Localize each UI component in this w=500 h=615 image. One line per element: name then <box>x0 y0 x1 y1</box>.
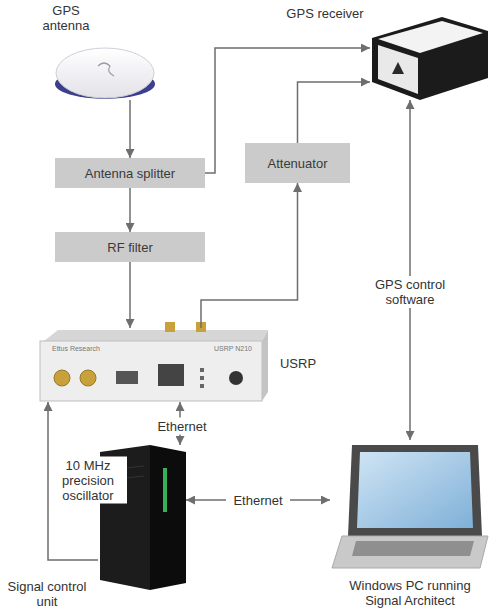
sma-connector <box>196 322 206 332</box>
connector-label: Ethernet <box>226 492 290 509</box>
usrp-side <box>262 330 268 401</box>
power-jack <box>229 371 243 385</box>
sma-connector <box>54 370 70 386</box>
device-marking: Ettus Research <box>52 345 100 353</box>
antenna-illustration <box>55 48 155 99</box>
usrp-top <box>44 330 268 341</box>
usrp-front <box>40 341 262 401</box>
signal-connector <box>129 262 131 328</box>
laptop-device: Windows PC running Signal Architect <box>330 440 490 570</box>
connector-label: GPS control software <box>367 276 453 308</box>
node-label: Attenuator <box>268 156 328 171</box>
tower-illustration <box>100 445 186 590</box>
signal-connector <box>201 183 298 328</box>
antenna-dome <box>56 48 154 98</box>
process-box: Antenna splitter <box>55 158 205 188</box>
status-led <box>200 376 204 380</box>
process-box: RF filter <box>55 232 205 262</box>
process-box: Attenuator <box>245 143 350 183</box>
signal-connector <box>205 48 370 173</box>
signal-connector <box>179 402 181 445</box>
receiver-logo <box>392 62 404 74</box>
tower-light <box>163 468 167 512</box>
laptop-screen <box>357 452 473 528</box>
antenna-logo <box>98 63 114 76</box>
tower-bay <box>106 476 144 480</box>
computer-device: Signal control unit <box>98 445 186 590</box>
laptop-illustration <box>332 445 488 568</box>
node-label: Signal control unit <box>0 579 96 609</box>
tower-side <box>150 445 186 590</box>
signal-connector <box>48 402 98 560</box>
node-label: Windows PC running Signal Architect <box>335 578 485 608</box>
laptop-keyboard <box>352 541 474 556</box>
laptop-bezel <box>348 445 482 536</box>
node-label: USRP <box>276 356 320 371</box>
connector-label: Ethernet <box>150 418 214 435</box>
receiver-device: GPS receiver <box>370 15 488 100</box>
connector-label: 10 MHz precision oscillator <box>49 457 127 504</box>
laptop-base <box>332 536 488 568</box>
node-label: GPS antenna <box>35 3 97 33</box>
usb-port <box>116 371 138 384</box>
usrp-device: USRP <box>38 328 270 402</box>
node-label: GPS receiver <box>280 6 370 21</box>
signal-connector <box>129 188 131 232</box>
signal-connector <box>186 499 330 501</box>
sma-connector <box>80 370 96 386</box>
signal-connector <box>409 100 411 440</box>
antenna-device: GPS antenna <box>55 45 155 100</box>
signal-connector <box>129 100 131 158</box>
device-marking: USRP N210 <box>214 345 252 353</box>
receiver-illustration <box>372 17 488 100</box>
receiver-top <box>378 21 483 53</box>
receiver-front <box>378 45 418 94</box>
usrp-illustration <box>40 322 268 401</box>
tower-front <box>100 445 150 590</box>
sma-connector <box>165 322 175 332</box>
node-label: RF filter <box>107 240 153 255</box>
signal-connector <box>298 82 371 143</box>
receiver-body <box>372 17 488 100</box>
tower-bay <box>106 466 144 470</box>
node-label: Antenna splitter <box>85 166 175 181</box>
status-led <box>200 368 204 372</box>
status-led <box>200 384 204 388</box>
ethernet-port <box>158 364 184 386</box>
